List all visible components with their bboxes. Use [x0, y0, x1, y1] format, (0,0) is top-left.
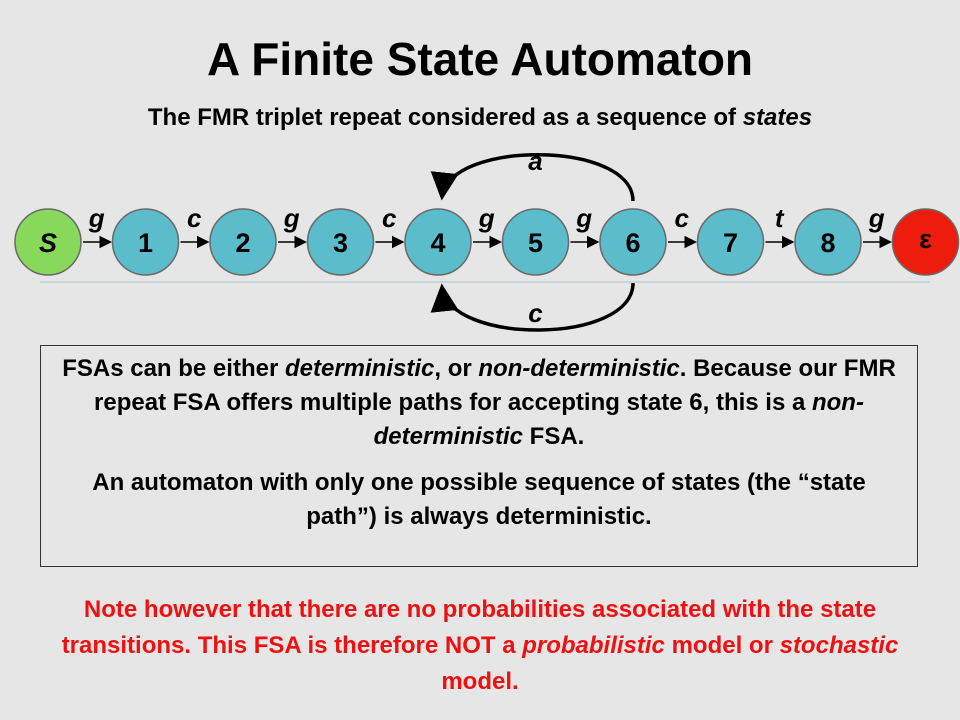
state-2: 2	[209, 208, 277, 276]
state-start: S	[14, 208, 82, 276]
info-paragraph-1: FSAs can be either deterministic, or non…	[57, 352, 901, 454]
transition-label: g	[575, 203, 592, 233]
slide-title: A Finite State Automaton	[206, 33, 754, 85]
state-label: 2	[235, 228, 250, 258]
transition-label: g	[283, 203, 300, 233]
loop-label-bottom: c	[528, 298, 543, 328]
info-text: . Because our FMR repeat FSA offers mult…	[94, 355, 896, 416]
state-7: 7	[696, 208, 765, 276]
footnote-text: model or	[664, 632, 780, 659]
transition-label: c	[382, 203, 397, 233]
footnote: Note however that there are no probabili…	[30, 592, 930, 700]
state-circle	[794, 208, 862, 276]
state-circle	[891, 208, 960, 276]
state-circle	[111, 208, 180, 276]
state-circle	[501, 208, 570, 276]
state-label: 1	[138, 228, 153, 258]
info-emphasis: deterministic	[284, 355, 435, 382]
loop-arrow-bottom	[430, 282, 635, 332]
state-label: 5	[528, 228, 543, 258]
state-circle	[696, 208, 765, 276]
state-label: ε	[919, 224, 932, 254]
state-3: 3	[306, 208, 375, 276]
state-6: 6	[599, 208, 667, 276]
transition-label: g	[88, 203, 105, 233]
state-label: 6	[625, 228, 640, 258]
subtitle-text: The FMR triplet repeat considered as a s…	[147, 104, 743, 131]
state-circle	[404, 208, 472, 276]
state-label: 8	[820, 228, 835, 258]
state-circle	[306, 208, 375, 276]
loop-arrow-top	[430, 153, 635, 202]
info-text: FSA.	[523, 423, 585, 450]
state-4: 4	[404, 208, 472, 276]
state-label: S	[39, 228, 57, 258]
state-1: 1	[111, 208, 180, 276]
state-8: 8	[794, 208, 862, 276]
footnote-emphasis: stochastic	[779, 632, 899, 659]
transition-label: g	[868, 203, 885, 233]
transition-label: c	[675, 203, 690, 233]
info-emphasis: non-deterministic	[373, 389, 864, 450]
info-box: FSAs can be either deterministic, or non…	[40, 345, 918, 567]
state-label: 4	[430, 228, 445, 258]
state-5: 5	[501, 208, 570, 276]
slide-subtitle: The FMR triplet repeat considered as a s…	[0, 104, 960, 132]
transition-label: t	[775, 203, 785, 233]
footnote-emphasis: probabilistic	[522, 632, 665, 659]
info-paragraph-2: An automaton with only one possible sequ…	[92, 469, 866, 530]
state-circle	[209, 208, 277, 276]
state-label: 3	[333, 228, 348, 258]
loop-label-top: a	[528, 146, 542, 176]
info-text: , or	[434, 355, 479, 382]
footnote-text: Note however that there are no probabili…	[61, 596, 877, 659]
subtitle-emphasis: states	[742, 104, 813, 131]
state-circle	[14, 208, 82, 276]
transition-label: c	[187, 203, 202, 233]
state-label: 7	[723, 228, 738, 258]
info-text: FSAs can be either	[62, 355, 285, 382]
info-emphasis: non-deterministic	[478, 355, 680, 382]
footnote-text: model.	[441, 668, 519, 695]
state-end: ε	[891, 208, 960, 276]
state-circle	[599, 208, 667, 276]
transition-label: g	[478, 203, 495, 233]
